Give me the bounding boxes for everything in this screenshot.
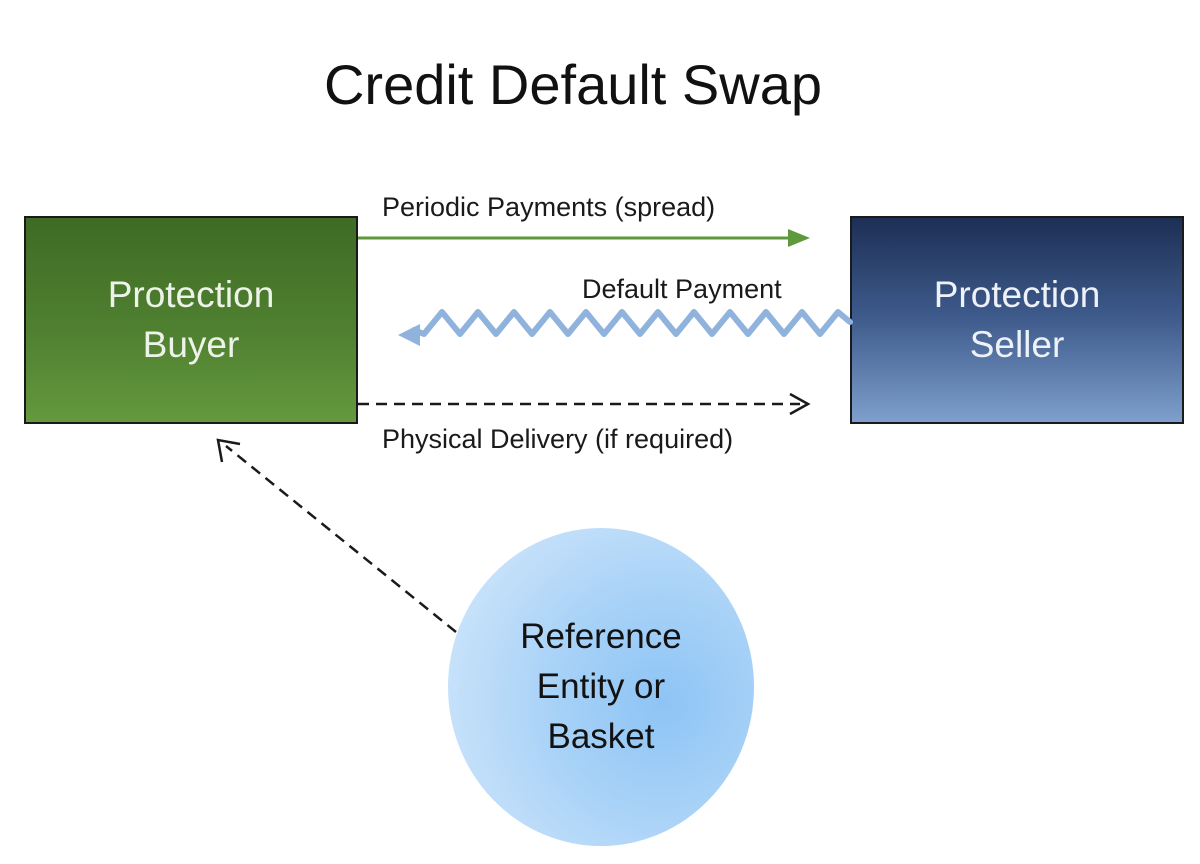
reference-label-line2: Entity or [536, 667, 666, 706]
default-payment-label: Default Payment [582, 274, 782, 304]
buyer-label-line2: Buyer [142, 324, 240, 365]
seller-label-line2: Seller [969, 324, 1065, 365]
reference-entity-circle: Reference Entity or Basket [448, 528, 754, 846]
reference-label-line3: Basket [547, 717, 655, 756]
default-payment-arrowhead [398, 324, 420, 346]
physical-delivery-label: Physical Delivery (if required) [382, 424, 734, 454]
default-payment-arrow [411, 309, 853, 337]
reference-to-buyer-arrow [225, 445, 457, 633]
protection-buyer-box: Protection Buyer [24, 216, 358, 424]
diagram-title: Credit Default Swap [323, 53, 822, 116]
reference-label-line1: Reference [520, 617, 682, 656]
reference-to-buyer-arrowhead [216, 438, 241, 463]
physical-delivery-arrowhead [789, 392, 811, 416]
periodic-payments-label: Periodic Payments (spread) [382, 192, 716, 222]
seller-label-line1: Protection [933, 274, 1101, 315]
buyer-label-line1: Protection [107, 274, 275, 315]
periodic-payments-arrowhead [788, 229, 810, 247]
